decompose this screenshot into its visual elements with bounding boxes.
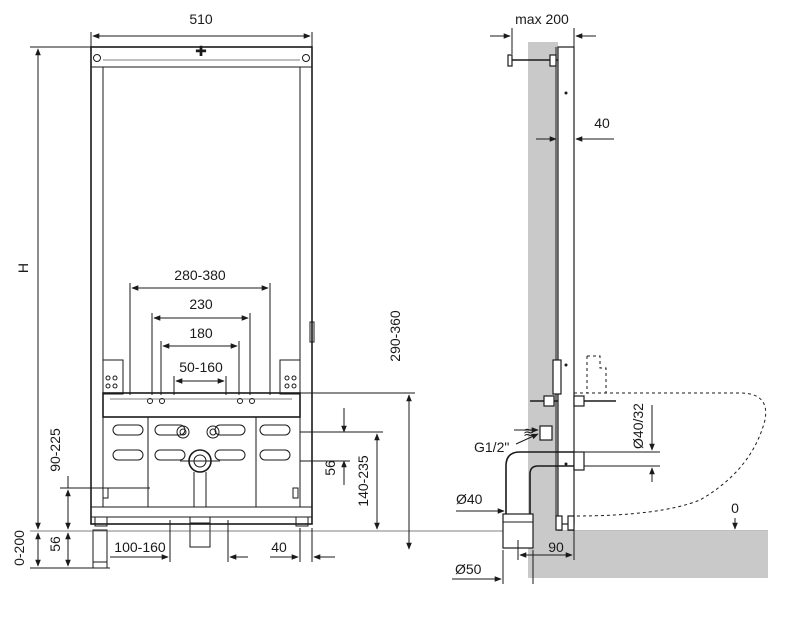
dim-floor-0: 0 [731,500,739,516]
dim-140-235: 140-235 [355,455,371,507]
dim-dia-40-32: Ø40/32 [630,403,646,449]
front-dimensions: 510 H 280-380 230 180 50-160 290-360 [11,11,415,569]
dim-56-left: 56 [47,536,63,552]
dim-thread: G1/2" [474,439,509,455]
dim-100-160: 100-160 [114,539,166,555]
bolt-icon [93,54,101,62]
dim-h: H [15,263,31,273]
dim-50-160: 50-160 [179,359,223,375]
dim-290-360: 290-360 [387,310,403,362]
wall-section [528,42,768,578]
water-fitting-icon [206,425,220,439]
bidet-outline [573,392,767,517]
dim-280-380: 280-380 [174,267,226,283]
water-inlet-icon [539,425,553,441]
frame-column [557,46,575,525]
dim-180: 180 [189,325,213,341]
dim-40-side: 40 [594,115,610,131]
dim-510: 510 [189,11,213,27]
side-dimensions: max 200 40 Ø40/32 G1/2" Ø40 Ø50 90 0 [452,11,739,584]
dim-56-right: 56 [322,460,338,476]
water-fitting-icon [176,425,190,439]
water-flow-icon: ≋ [523,424,535,440]
drain-pipe [189,516,211,548]
dim-dia-50: Ø50 [455,561,482,577]
dim-90: 90 [548,539,564,555]
frame-outline [90,46,313,525]
dim-dia-40: Ø40 [456,491,483,507]
dim-0-200: 0-200 [11,530,27,566]
dim-max-200: max 200 [515,11,569,27]
mounting-plate [102,392,301,418]
bolt-icon [302,54,310,62]
side-view: ≋ [502,42,768,578]
dim-90-225: 90-225 [47,428,63,472]
dim-40-bottom: 40 [271,539,287,555]
drain-pipe-bend [505,451,574,522]
dim-230: 230 [189,296,213,312]
center-mark-icon: ✚ [195,43,207,59]
front-view: ✚ [90,43,315,569]
